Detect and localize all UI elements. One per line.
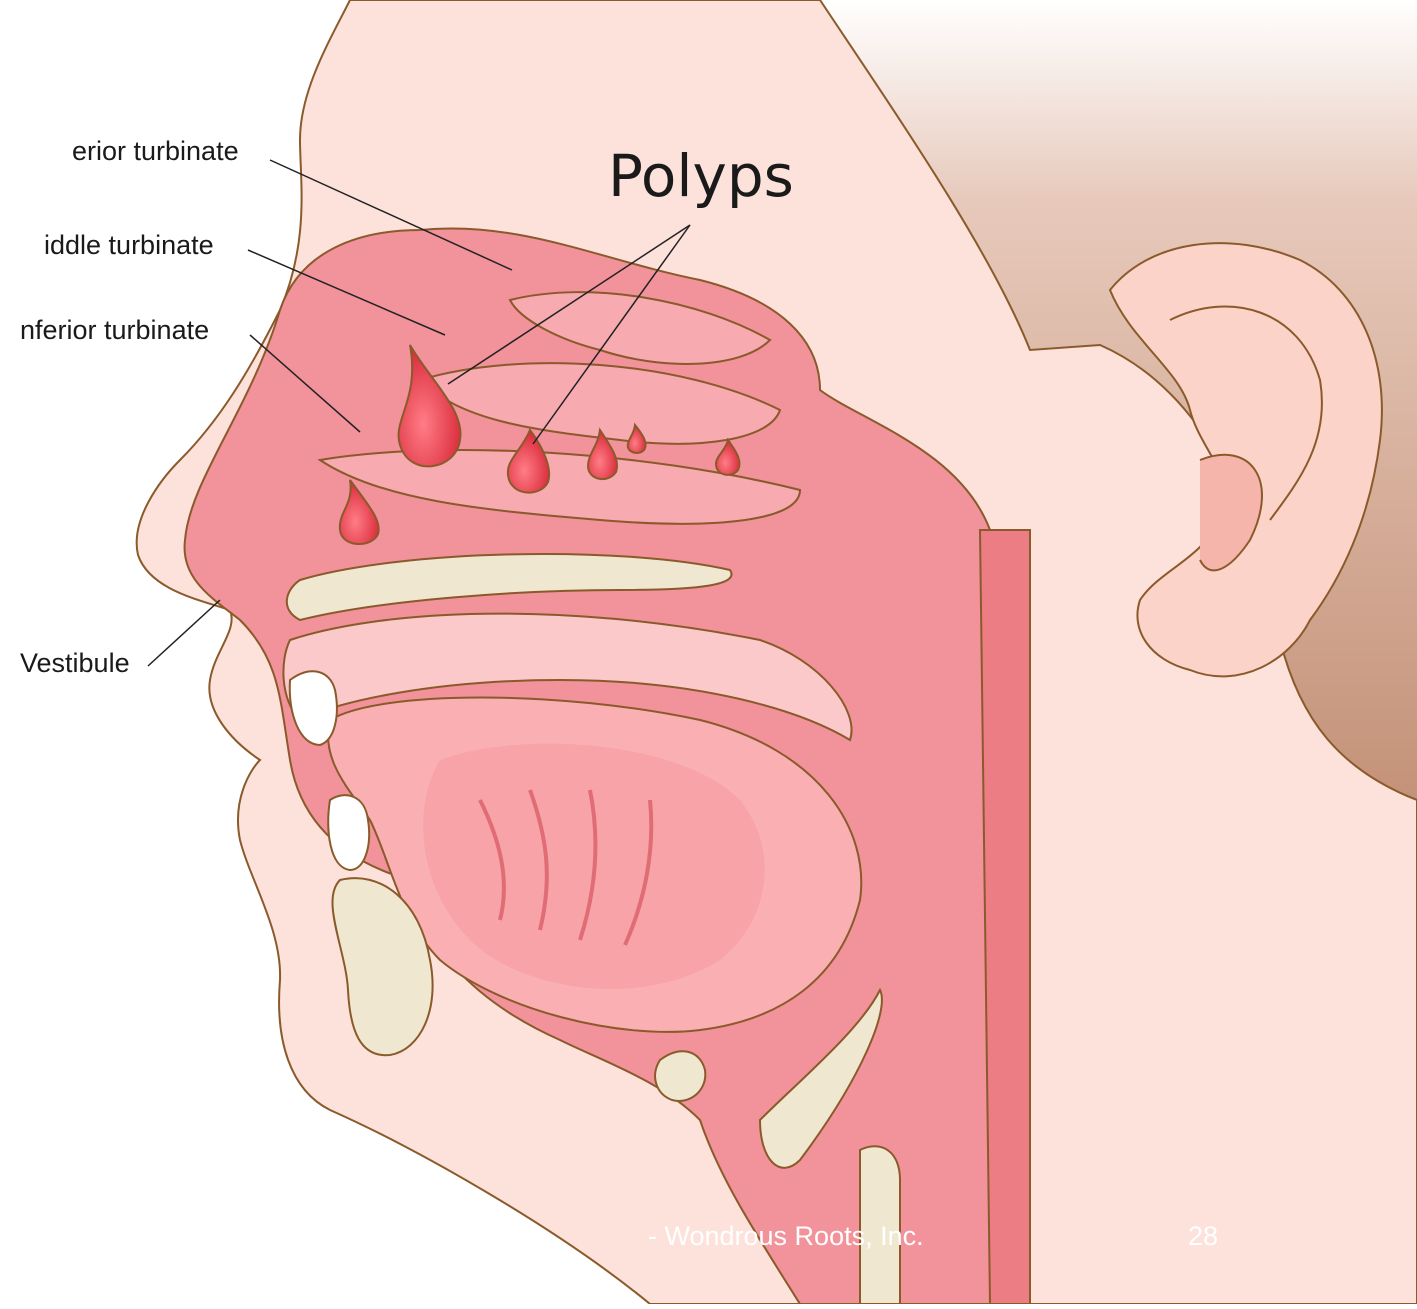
lower-tooth bbox=[328, 795, 369, 870]
inferior-turbinate-label: nferior turbinate bbox=[20, 315, 209, 346]
footer-credit: - Wondrous Roots, Inc. bbox=[648, 1221, 924, 1252]
page-number: 28 bbox=[1188, 1221, 1218, 1252]
superior-turbinate-label: erior turbinate bbox=[72, 136, 239, 167]
middle-turbinate-label: iddle turbinate bbox=[44, 230, 214, 261]
vestibule-leader bbox=[148, 600, 220, 666]
polyps-title: Polyps bbox=[608, 142, 794, 210]
pharynx bbox=[980, 530, 1030, 1304]
vestibule-label: Vestibule bbox=[20, 648, 130, 679]
hyoid bbox=[655, 1051, 705, 1101]
